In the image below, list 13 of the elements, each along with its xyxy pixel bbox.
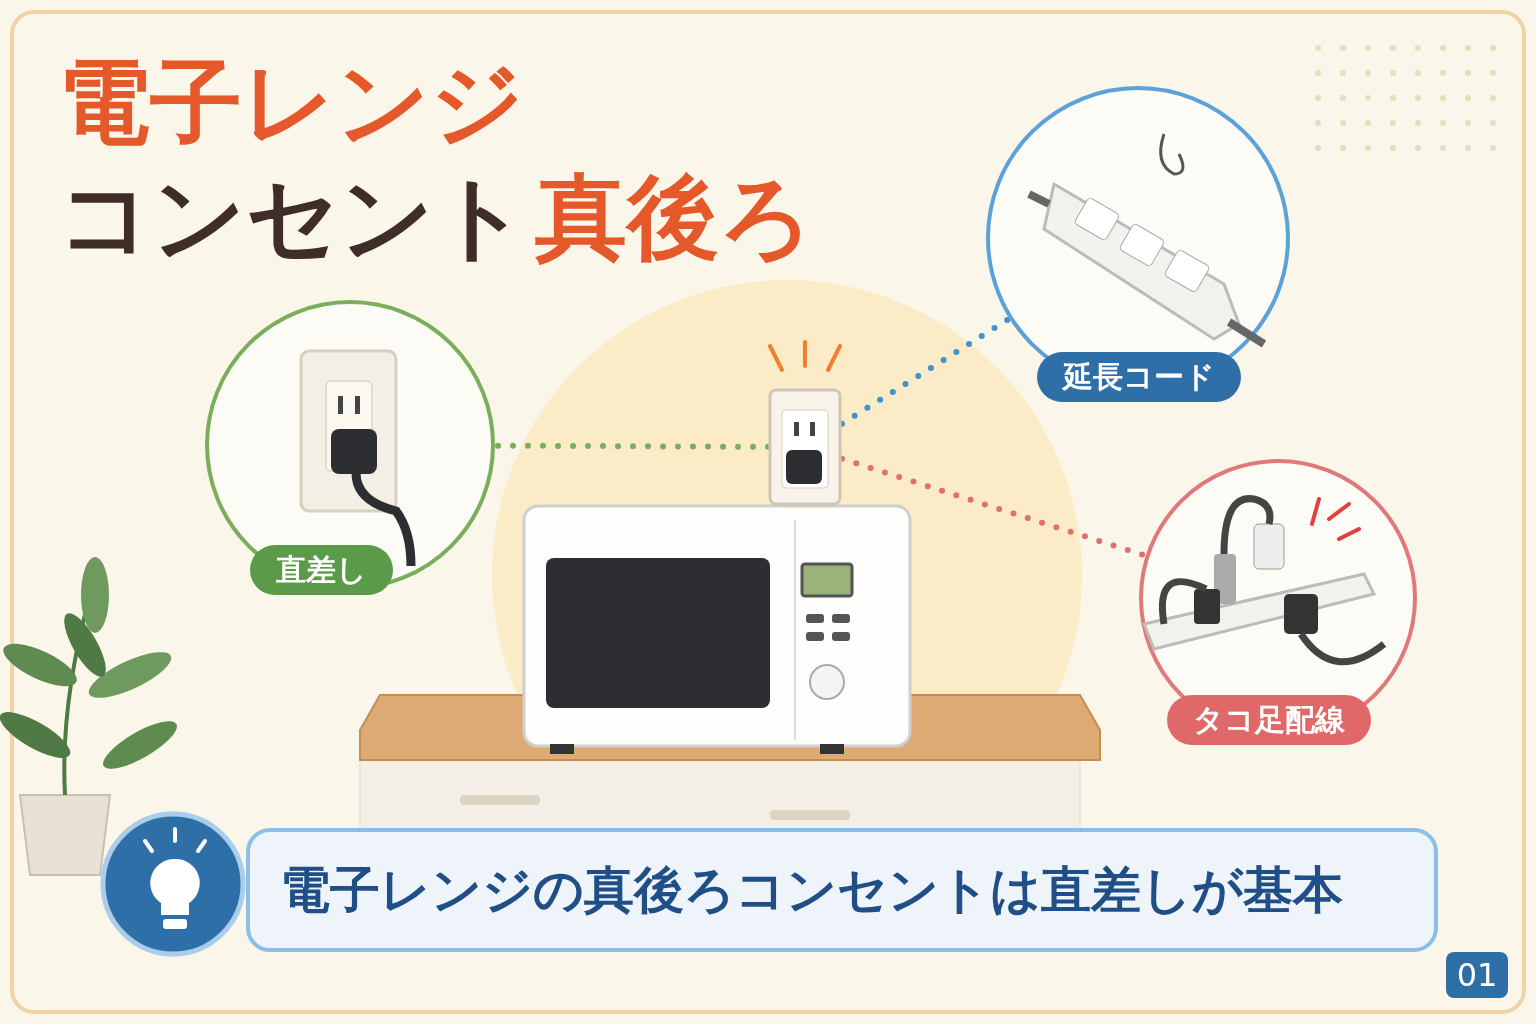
message-banner bbox=[246, 828, 1438, 952]
callout-label: 直差し bbox=[250, 545, 393, 595]
title: 電子レンジ bbox=[58, 48, 524, 158]
page-number: 01 bbox=[1446, 952, 1508, 998]
callout-circle bbox=[203, 298, 497, 597]
callout-label: 延長コード bbox=[1037, 352, 1241, 402]
callout-circle bbox=[1137, 457, 1419, 747]
subtitle: コンセント bbox=[58, 163, 528, 273]
wall-outlet-drawing bbox=[768, 388, 842, 506]
callout-label: タコ足配線 bbox=[1167, 695, 1371, 745]
banner-text: 電子レンジの真後ろコンセントは直差しが基本 bbox=[280, 860, 1343, 920]
callout-circle bbox=[984, 84, 1292, 404]
subtitle-highlight: 真後ろ bbox=[535, 163, 813, 273]
